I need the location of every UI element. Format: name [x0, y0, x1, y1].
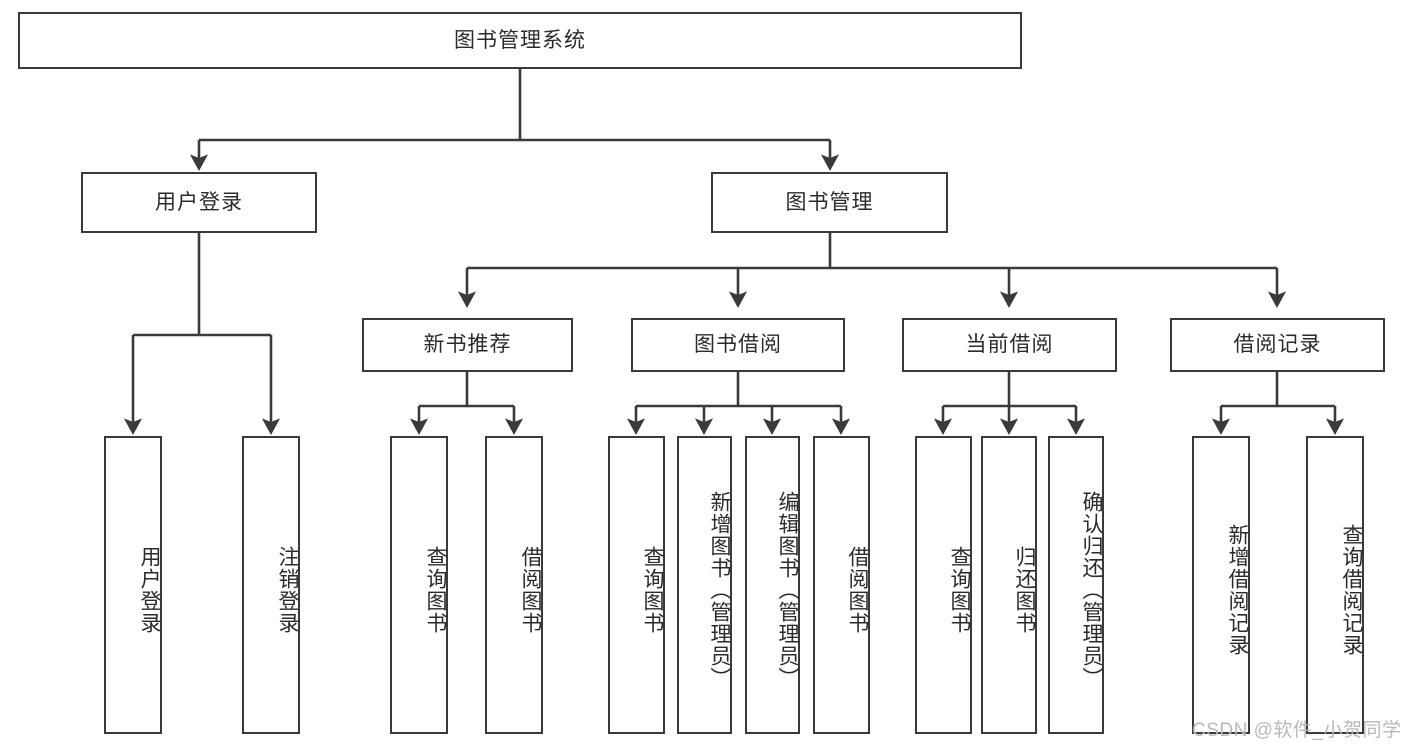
leaf-query-book-2[interactable]: 查询图书: [608, 436, 665, 734]
node-user-login-label: 用户登录: [155, 190, 243, 214]
leaf-logout[interactable]: 注销登录: [242, 436, 300, 734]
leaf-confirm-return-label: 确认归还（管理员）: [1080, 491, 1103, 689]
node-book-mgmt-label: 图书管理: [785, 190, 874, 214]
leaf-query-book-1-label: 查询图书: [424, 546, 447, 634]
node-current-borrow[interactable]: 当前借阅: [902, 318, 1117, 372]
node-book-borrow[interactable]: 图书借阅: [631, 318, 845, 372]
leaf-user-login-label: 用户登录: [138, 546, 161, 634]
leaf-query-book-3-label: 查询图书: [948, 546, 971, 634]
node-user-login[interactable]: 用户登录: [81, 172, 317, 233]
leaf-user-login[interactable]: 用户登录: [104, 436, 162, 734]
leaf-confirm-return[interactable]: 确认归还（管理员）: [1048, 436, 1104, 734]
node-new-book-rec[interactable]: 新书推荐: [362, 318, 573, 372]
leaf-add-book-label: 新增图书（管理员）: [708, 491, 731, 689]
node-book-borrow-label: 图书借阅: [694, 333, 782, 357]
node-borrow-record-label: 借阅记录: [1233, 333, 1322, 357]
leaf-query-book-1[interactable]: 查询图书: [390, 436, 448, 734]
leaf-borrow-book-1-label: 借阅图书: [519, 546, 542, 634]
leaf-borrow-book-2[interactable]: 借阅图书: [813, 436, 870, 734]
leaf-add-book[interactable]: 新增图书（管理员）: [677, 436, 732, 734]
node-current-borrow-label: 当前借阅: [965, 333, 1054, 357]
node-root[interactable]: 图书管理系统: [18, 12, 1022, 69]
node-borrow-record[interactable]: 借阅记录: [1170, 318, 1385, 372]
csdn-watermark: CSDN @软件_小贺同学: [1192, 720, 1402, 741]
node-new-book-rec-label: 新书推荐: [423, 333, 512, 357]
leaf-edit-book-label: 编辑图书（管理员）: [776, 491, 799, 689]
leaf-borrow-book-2-label: 借阅图书: [846, 546, 869, 634]
leaf-return-book-label: 归还图书: [1013, 546, 1036, 634]
leaf-query-book-2-label: 查询图书: [641, 546, 664, 634]
leaf-logout-label: 注销登录: [276, 546, 299, 634]
leaf-query-record-label: 查询借阅记录: [1340, 524, 1363, 656]
leaf-return-book[interactable]: 归还图书: [981, 436, 1037, 734]
leaf-borrow-book-1[interactable]: 借阅图书: [485, 436, 543, 734]
node-root-label: 图书管理系统: [454, 28, 586, 52]
leaf-add-record-label: 新增借阅记录: [1226, 524, 1249, 656]
node-book-mgmt[interactable]: 图书管理: [711, 172, 948, 233]
leaf-query-record[interactable]: 查询借阅记录: [1306, 436, 1364, 734]
leaf-query-book-3[interactable]: 查询图书: [915, 436, 972, 734]
leaf-edit-book[interactable]: 编辑图书（管理员）: [745, 436, 800, 734]
leaf-add-record[interactable]: 新增借阅记录: [1192, 436, 1250, 734]
